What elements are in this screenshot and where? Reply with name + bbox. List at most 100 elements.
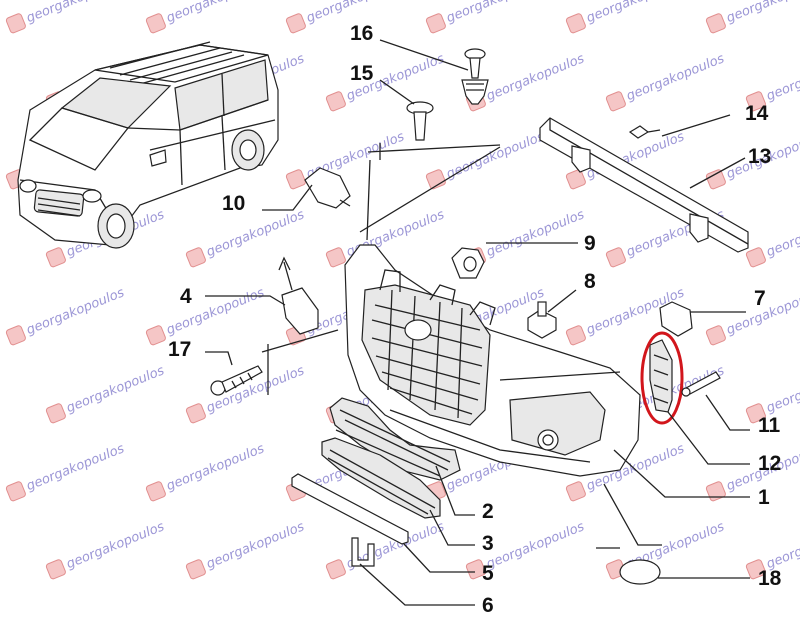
watermark-tile: georgakopoulos — [705, 0, 800, 34]
watermark-logo-icon — [325, 247, 346, 268]
watermark-text: georgakopoulos — [64, 363, 166, 416]
part-12-side-bracket — [649, 339, 673, 413]
watermark-logo-icon — [425, 13, 446, 34]
watermark-tile: georgakopoulos — [5, 441, 127, 502]
watermark-text: georgakopoulos — [484, 207, 586, 260]
watermark-logo-icon — [605, 91, 626, 112]
watermark-logo-icon — [145, 481, 166, 502]
watermark-logo-icon — [565, 481, 586, 502]
part-18-cap — [619, 559, 661, 585]
watermark-logo-icon — [325, 559, 346, 580]
watermark-text: georgakopoulos — [764, 519, 800, 572]
highlight-ring-part-12 — [640, 331, 684, 425]
watermark-logo-icon — [45, 403, 66, 424]
callout-3: 3 — [482, 532, 494, 555]
watermark-tile: georgakopoulos — [5, 0, 127, 34]
callout-6: 6 — [482, 594, 494, 617]
watermark-logo-icon — [325, 91, 346, 112]
callout-4: 4 — [180, 285, 192, 308]
watermark-logo-icon — [745, 403, 766, 424]
watermark-text: georgakopoulos — [24, 285, 126, 338]
part-9-bracket — [451, 247, 485, 279]
part-2-lower-grille — [329, 397, 461, 481]
watermark-tile: georgakopoulos — [425, 0, 547, 34]
watermark-text: georgakopoulos — [204, 207, 306, 260]
watermark-text: georgakopoulos — [484, 51, 586, 104]
watermark-text: georgakopoulos — [444, 129, 546, 182]
watermark-logo-icon — [185, 247, 206, 268]
callout-7: 7 — [754, 287, 766, 310]
part-11-screw — [681, 371, 721, 397]
watermark-text: georgakopoulos — [484, 519, 586, 572]
watermark-tile: georgakopoulos — [705, 285, 800, 346]
callout-17: 17 — [168, 338, 191, 361]
watermark-text: georgakopoulos — [724, 0, 800, 26]
watermark-logo-icon — [45, 247, 66, 268]
watermark-logo-icon — [705, 325, 726, 346]
part-10-cover — [304, 167, 351, 209]
watermark-tile: georgakopoulos — [145, 0, 267, 34]
van-illustration — [17, 41, 279, 249]
front-bumper — [344, 244, 641, 477]
watermark-logo-icon — [185, 403, 206, 424]
part-6-clip — [351, 537, 375, 567]
watermark-logo-icon — [5, 325, 26, 346]
watermark-logo-icon — [185, 559, 206, 580]
watermark-tile: georgakopoulos — [145, 441, 267, 502]
part-8-nut — [527, 301, 557, 339]
watermark-tile: georgakopoulos — [465, 207, 587, 268]
watermark-text: georgakopoulos — [444, 0, 546, 26]
part-3-mesh-strip — [321, 437, 441, 519]
callout-labels: 1 2 3 4 5 6 7 8 9 10 11 12 13 14 15 16 1… — [168, 22, 782, 617]
callout-10: 10 — [222, 192, 245, 215]
watermark-text: georgakopoulos — [764, 51, 800, 104]
watermark-tile: georgakopoulos — [325, 51, 447, 112]
watermark-tile: georgakopoulos — [605, 51, 727, 112]
part-16-clip — [461, 48, 489, 105]
watermark-logo-icon — [45, 559, 66, 580]
watermark-text: georgakopoulos — [164, 441, 266, 494]
part-7-bracket — [659, 301, 693, 337]
watermark-tile: georgakopoulos — [45, 363, 167, 424]
part-15-push-pin — [406, 101, 434, 141]
watermark-logo-icon — [705, 481, 726, 502]
watermark-logo-icon — [5, 481, 26, 502]
watermark-logo-icon — [745, 91, 766, 112]
callout-5: 5 — [482, 562, 494, 585]
part-13-reinforcement-bar — [539, 117, 749, 253]
watermark-tile: georgakopoulos — [565, 0, 687, 34]
watermark-text: georgakopoulos — [164, 0, 266, 26]
watermark-logo-icon — [565, 169, 586, 190]
callout-1: 1 — [758, 486, 770, 509]
watermark-logo-icon — [745, 247, 766, 268]
part-4-tow-cover — [278, 256, 319, 335]
watermark-logo-icon — [285, 169, 306, 190]
callout-9: 9 — [584, 232, 596, 255]
watermark-text: georgakopoulos — [764, 363, 800, 416]
callout-12: 12 — [758, 452, 781, 475]
watermark-text: georgakopoulos — [24, 0, 126, 26]
watermark-logo-icon — [705, 13, 726, 34]
watermark-tile: georgakopoulos — [285, 129, 407, 190]
watermark-logo-icon — [145, 13, 166, 34]
leader-lines — [205, 39, 750, 606]
watermark-text: georgakopoulos — [24, 441, 126, 494]
callout-14: 14 — [745, 102, 769, 125]
watermark-logo-icon — [145, 325, 166, 346]
watermark-logo-icon — [5, 13, 26, 34]
callout-11: 11 — [758, 414, 781, 437]
watermark-logo-icon — [425, 169, 446, 190]
callout-15: 15 — [350, 62, 374, 85]
callout-13: 13 — [748, 145, 771, 168]
watermark-tile: georgakopoulos — [745, 207, 800, 268]
watermark-logo-icon — [565, 13, 586, 34]
watermark-text: georgakopoulos — [584, 0, 686, 26]
watermark-tile: georgakopoulos — [185, 207, 307, 268]
callout-8: 8 — [584, 270, 596, 293]
watermark-logo-icon — [285, 13, 306, 34]
watermark-logo-icon — [745, 559, 766, 580]
watermark-tile: georgakopoulos — [285, 0, 407, 34]
watermark-logo-icon — [605, 247, 626, 268]
part-5-moulding — [291, 473, 409, 545]
